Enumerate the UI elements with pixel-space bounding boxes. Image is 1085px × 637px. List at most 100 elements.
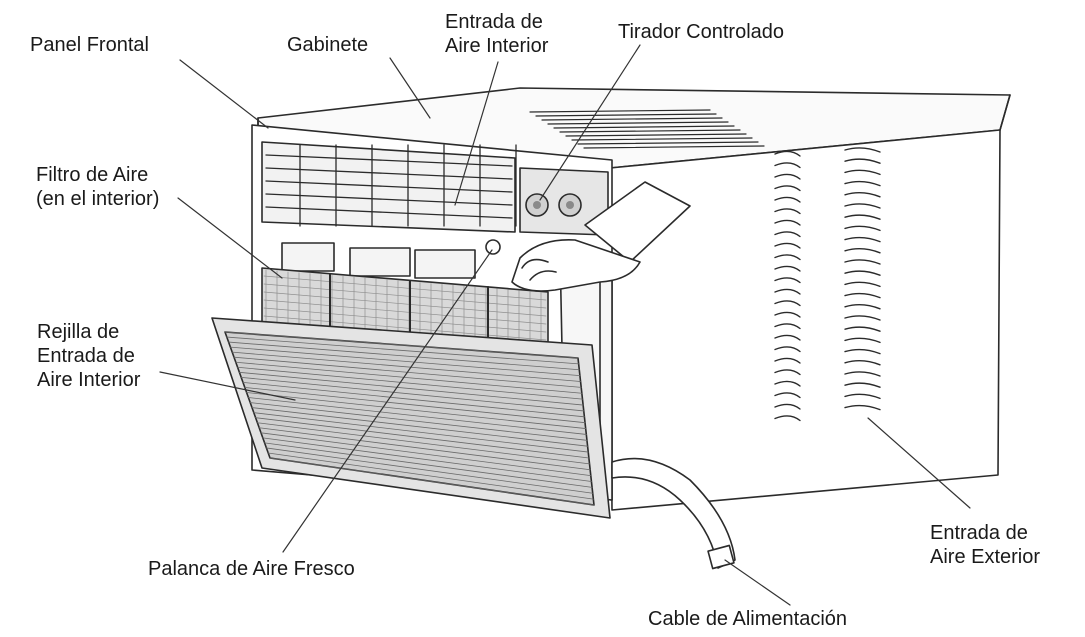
louver-slot xyxy=(774,392,801,399)
louver-slot xyxy=(774,219,801,226)
louver-slot xyxy=(844,259,881,265)
grille-line xyxy=(242,381,585,418)
grille-line xyxy=(247,397,587,435)
louver-slot xyxy=(844,236,881,243)
leader-lines xyxy=(159,44,971,606)
grille-line xyxy=(262,437,592,482)
leader-cable xyxy=(724,559,791,606)
grille-line xyxy=(237,366,583,400)
louver-slot xyxy=(844,180,881,187)
louver-slot xyxy=(844,393,881,400)
top-vent-slot xyxy=(529,109,711,113)
grille-line xyxy=(244,387,586,424)
top-vent-slot xyxy=(571,137,753,141)
filter-mesh-line xyxy=(263,307,547,333)
louver-slot xyxy=(774,357,801,364)
grille-line xyxy=(267,452,594,500)
grille-line xyxy=(238,371,584,406)
louver-slot xyxy=(774,265,801,272)
louver-slot xyxy=(844,147,881,153)
filter-mesh-line xyxy=(263,283,547,309)
filter-mesh-line xyxy=(263,291,547,317)
louver-slot xyxy=(774,277,801,284)
louver-slot xyxy=(844,337,881,344)
grille-line xyxy=(231,351,581,382)
top-vent-slot xyxy=(547,121,729,125)
top-vent-slot xyxy=(541,117,723,121)
louver-slot xyxy=(774,196,801,203)
louver-slot xyxy=(844,404,881,411)
louver-slot xyxy=(844,192,881,198)
louver-slot xyxy=(844,304,881,310)
louver-slot xyxy=(774,346,801,353)
grille-line xyxy=(235,361,583,394)
leader-filtro xyxy=(177,197,283,279)
leader-panel-frontal xyxy=(179,59,269,129)
top-vent-slot xyxy=(583,145,765,149)
indoor-intake-grille xyxy=(211,317,611,519)
louver-blade xyxy=(265,180,513,193)
louver-slot xyxy=(844,315,881,321)
grille-line xyxy=(258,427,591,471)
louver-slot xyxy=(774,254,801,261)
louver-slot xyxy=(844,203,881,209)
leader-gabinete xyxy=(389,57,431,119)
louver-slot xyxy=(844,225,881,232)
top-vent-slot xyxy=(565,133,747,137)
louver-slot xyxy=(844,214,881,220)
louver-slot xyxy=(774,242,801,249)
louver-blade xyxy=(265,206,513,219)
top-vent-slot xyxy=(559,129,741,133)
leader-palanca xyxy=(282,249,493,553)
label-entrada-aire-exterior: Entrada de Aire Exterior xyxy=(930,522,1041,568)
louver-slot xyxy=(774,403,801,410)
leader-entrada-exterior xyxy=(867,417,971,509)
grille-line xyxy=(251,407,588,447)
top-vent xyxy=(529,109,765,149)
grille-line xyxy=(249,402,588,441)
louver-slot xyxy=(774,380,801,387)
grille-line xyxy=(240,376,585,412)
leader-tirador xyxy=(539,44,641,201)
louver-slot xyxy=(844,270,881,276)
grille-line xyxy=(246,392,587,429)
louver-slot xyxy=(844,382,881,388)
louver-slot xyxy=(844,348,881,355)
label-rejilla-entrada: Rejilla de Entrada de Aire Interior xyxy=(37,321,141,391)
label-tirador-controlado: Tirador Controlado xyxy=(618,21,785,43)
louver-slot xyxy=(844,326,881,332)
louver-blade xyxy=(265,167,513,180)
louver-slot xyxy=(844,360,881,366)
filter-mesh-line xyxy=(263,315,547,341)
grille-line xyxy=(229,346,581,377)
fresh-air-lever xyxy=(485,239,501,255)
filter-mesh-line xyxy=(263,299,547,325)
grille-line xyxy=(256,422,590,465)
grille-line xyxy=(226,336,580,365)
louver-slot xyxy=(774,288,801,295)
grille-line xyxy=(264,442,593,488)
top-vent-slot xyxy=(553,125,735,129)
louver-blade xyxy=(265,193,513,206)
louver-slot xyxy=(774,162,801,169)
grille-line xyxy=(253,412,589,453)
filter-mesh-line xyxy=(263,275,547,301)
label-panel-frontal: Panel Frontal xyxy=(30,34,149,56)
louver-slot xyxy=(844,292,881,299)
grille-line xyxy=(224,331,579,359)
louver-slot xyxy=(844,371,881,377)
leader-entrada-interior xyxy=(454,61,499,206)
leader-rejilla xyxy=(159,371,296,401)
louver-slot xyxy=(774,231,801,238)
louver-slot xyxy=(774,208,801,215)
outdoor-air-intake-louvers xyxy=(774,147,881,422)
louver-slot xyxy=(844,248,881,254)
louver-slot xyxy=(774,150,801,157)
label-entrada-aire-interior: Entrada de Aire Interior xyxy=(445,11,549,57)
grille-line xyxy=(260,432,592,477)
louver-slot xyxy=(774,334,801,341)
label-palanca-aire-fresco: Palanca de Aire Fresco xyxy=(148,558,355,580)
top-vent-slot xyxy=(577,141,759,145)
